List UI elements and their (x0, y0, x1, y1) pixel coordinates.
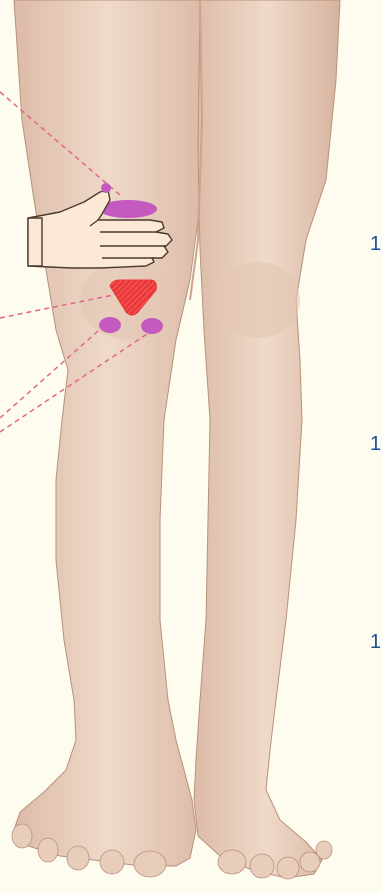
side-number-3: 1 (370, 632, 381, 652)
right-knee-shade (216, 262, 300, 338)
right-leg (194, 0, 340, 878)
thumb-tip-point-marker (101, 183, 111, 193)
side-number-1: 1 (370, 234, 381, 254)
lower-left-knee-point-marker (99, 317, 121, 333)
left-leg (14, 0, 202, 866)
lower-right-knee-point-marker (141, 318, 163, 334)
side-number-2: 1 (370, 434, 381, 454)
